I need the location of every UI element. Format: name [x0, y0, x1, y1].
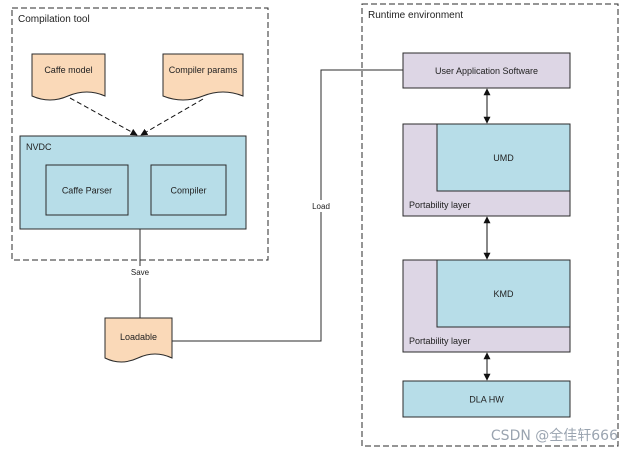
caffe-model-to-nvdc-arrow — [69, 97, 138, 136]
compiler-params-to-nvdc-arrow — [140, 98, 204, 136]
kmd-box — [436, 259, 571, 328]
kmd-label: KMD — [494, 289, 515, 299]
compilation-tool-title: Compilation tool — [18, 14, 90, 25]
runtime-environment-title: Runtime environment — [368, 10, 463, 21]
compiler-params-label: Compiler params — [169, 65, 238, 75]
load-label: Load — [312, 202, 330, 211]
compiler-label: Compiler — [170, 186, 206, 196]
umd-box — [436, 123, 571, 192]
compiler-box — [150, 164, 227, 216]
caffe-parser-label: Caffe Parser — [62, 186, 112, 196]
caffe-model-label: Caffe model — [44, 65, 92, 75]
umd-label: UMD — [493, 153, 514, 163]
dla-hw-label: DLA HW — [469, 395, 504, 405]
save-label: Save — [131, 268, 150, 277]
caffe-model-document — [31, 53, 106, 101]
compiler-params-document — [162, 53, 244, 101]
loadable-document — [104, 317, 173, 363]
loadable-label: Loadable — [120, 332, 157, 342]
save-label-bg — [128, 266, 152, 278]
load-label-bg — [309, 200, 333, 212]
caffe-parser-box — [45, 164, 129, 216]
kmd-portability-label: Portability layer — [409, 336, 471, 346]
user-application-label: User Application Software — [435, 66, 538, 76]
watermark-text: CSDN @全佳轩666 — [491, 427, 618, 444]
dla-hw-box — [402, 380, 571, 418]
nvdc-label: NVDC — [26, 142, 52, 152]
runtime-environment-group — [361, 3, 619, 447]
umd-portability-label: Portability layer — [409, 200, 471, 210]
user-application-box — [402, 52, 571, 89]
